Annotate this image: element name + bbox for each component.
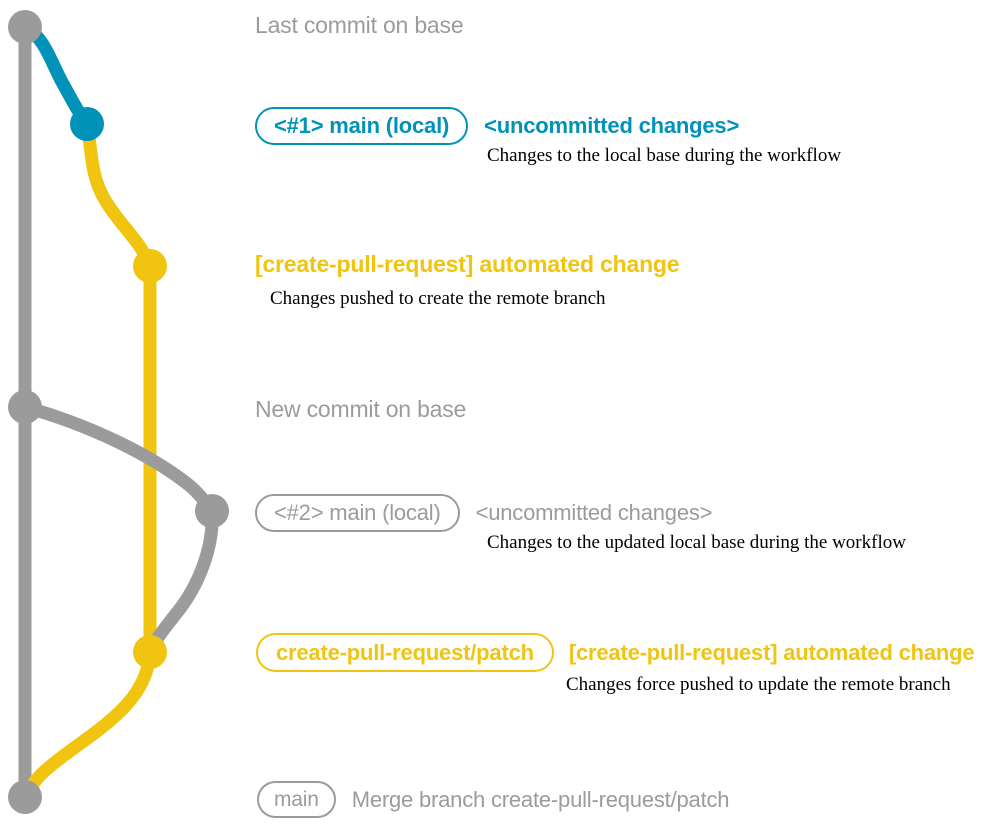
description-automated-1: Changes pushed to create the remote bran…: [270, 288, 606, 309]
edge-base-to-local1: [18, 20, 94, 131]
commit-node-base-top[interactable]: [8, 10, 42, 44]
commit-message-local-1: <uncommitted changes>: [484, 113, 740, 138]
last-commit-label: Last commit on base: [255, 12, 464, 38]
row-merge: main Merge branch create-pull-request/pa…: [257, 781, 730, 818]
branch-badge-local-1[interactable]: <#1> main (local): [255, 107, 469, 145]
commit-message-merge: Merge branch create-pull-request/patch: [351, 786, 730, 812]
edge-patchforce-to-merge: [18, 645, 157, 804]
branch-badge-main[interactable]: main: [257, 781, 336, 818]
row-local-1: <#1> main (local) <uncommitted changes>: [255, 107, 739, 145]
branch-badge-patch[interactable]: create-pull-request/patch: [256, 633, 554, 672]
commit-message-automated-1: [create-pull-request] automated change: [255, 251, 680, 277]
commit-node-base-new[interactable]: [8, 390, 42, 424]
commit-node-local-2[interactable]: [195, 494, 229, 528]
edge-local1-to-patch: [80, 117, 157, 659]
row-automated-1: [create-pull-request] automated change: [255, 251, 680, 278]
git-graph: [8, 10, 229, 814]
edge-basenew-to-local2: [18, 400, 219, 518]
commit-node-patch-force[interactable]: [133, 635, 167, 669]
commit-node-patch-create[interactable]: [133, 249, 167, 283]
commit-node-local-1[interactable]: [70, 107, 104, 141]
commit-message-automated-2: [create-pull-request] automated change: [568, 639, 975, 665]
description-local-2: Changes to the updated local base during…: [487, 532, 906, 553]
row-last-commit: Last commit on base: [255, 12, 464, 39]
description-local-1: Changes to the local base during the wor…: [487, 145, 842, 166]
new-commit-label: New commit on base: [255, 396, 467, 422]
row-local-2: <#2> main (local) <uncommitted changes>: [255, 494, 713, 532]
commit-node-base-merge[interactable]: [8, 780, 42, 814]
branch-badge-local-2[interactable]: <#2> main (local): [255, 494, 460, 532]
edge-local2-to-patchforce: [143, 504, 219, 659]
description-automated-2: Changes force pushed to update the remot…: [566, 674, 951, 695]
row-automated-2: create-pull-request/patch [create-pull-r…: [256, 633, 975, 672]
row-new-commit: New commit on base: [255, 396, 466, 423]
commit-message-local-2: <uncommitted changes>: [475, 500, 713, 525]
